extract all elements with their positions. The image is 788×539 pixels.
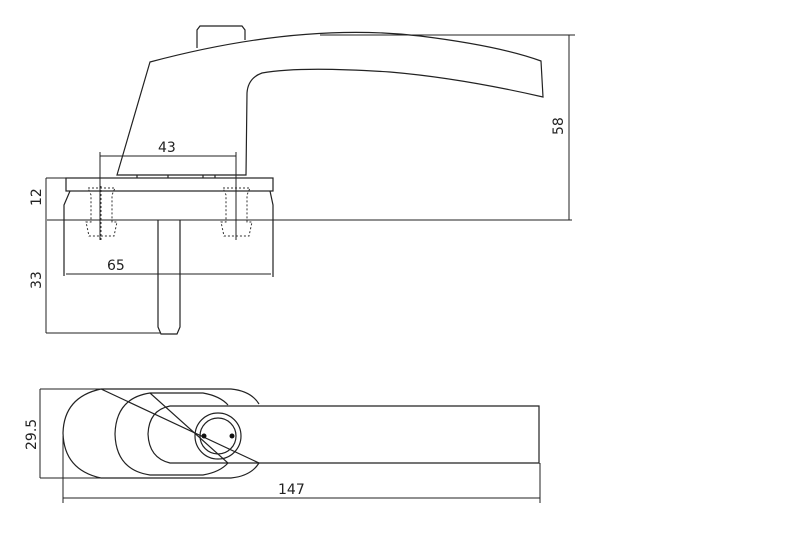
dim-147 — [62, 436, 541, 503]
dim-29-5-label: 29.5 — [24, 419, 40, 450]
base-body — [63, 190, 274, 277]
dim-147-label: 147 — [278, 482, 305, 498]
pin-left — [201, 433, 207, 439]
side-view: 43 65 12 33 58 — [29, 25, 575, 335]
handle-lever — [116, 31, 544, 176]
dim-33-label: 33 — [29, 271, 45, 289]
dim-43 — [99, 152, 237, 240]
dim-65-label: 65 — [107, 258, 125, 274]
top-view: 29.5 147 — [24, 388, 541, 503]
dim-12-33 — [45, 177, 160, 334]
dim-43-label: 43 — [158, 140, 176, 156]
dim-58-label: 58 — [551, 117, 567, 135]
plate-ticks — [136, 175, 216, 178]
spindle — [157, 220, 181, 335]
dim-12-label: 12 — [29, 188, 45, 206]
lock-knob — [196, 25, 246, 48]
cylinder-inner — [199, 417, 237, 455]
base-plate — [65, 177, 274, 192]
outer-rose — [62, 388, 260, 479]
screw-left — [85, 186, 118, 242]
dim-29-5 — [39, 388, 101, 479]
lever-top — [147, 405, 540, 464]
cylinder-outer — [194, 412, 242, 460]
middle-rose — [114, 392, 229, 476]
pin-right — [229, 433, 235, 439]
